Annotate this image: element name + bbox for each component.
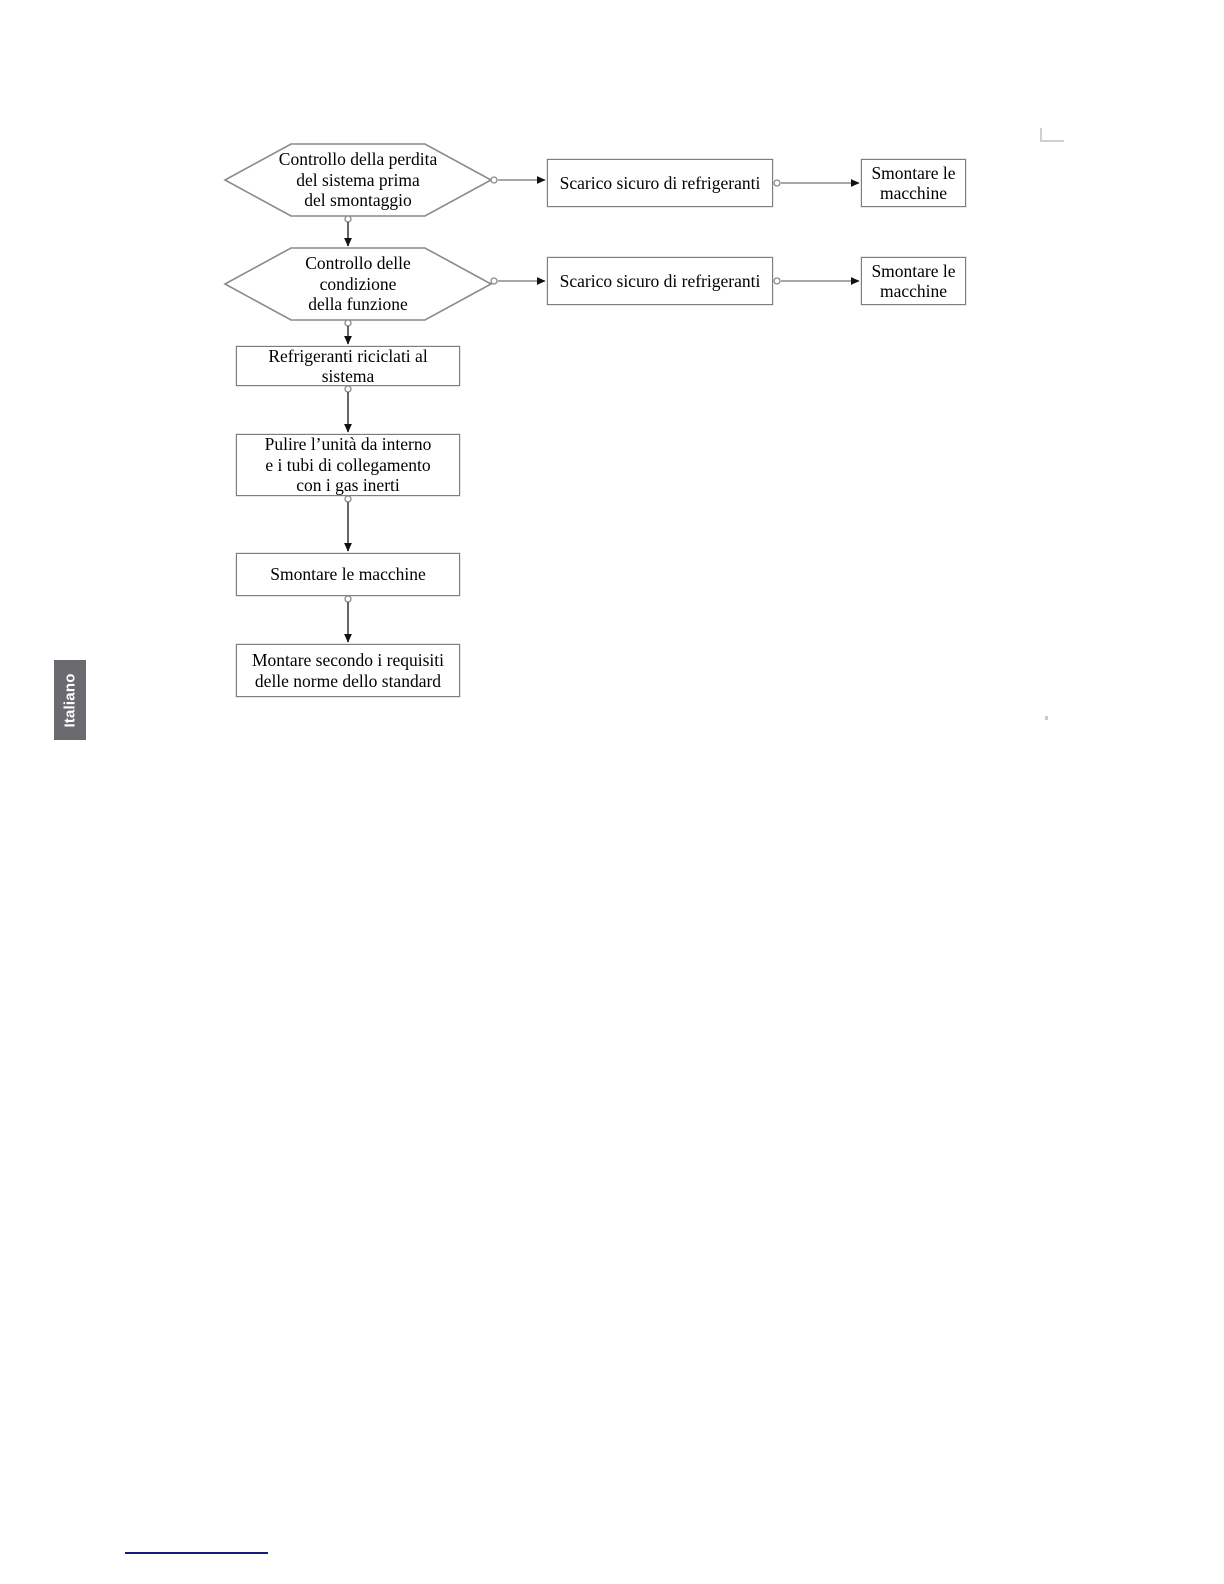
connector-dismantle-to-assemble [344,595,352,643]
connector-functioncheck-to-recycle [344,319,352,345]
crop-mark-icon [1040,128,1064,142]
process-node-assemble-standard: Montare secondo i requisiti delle norme … [236,644,460,697]
process-node-label: Refrigeranti riciclati al sistema [268,345,428,386]
connector-discharge-to-dismantle-1 [773,179,860,187]
process-node-safe-discharge-2: Scarico sicuro di refrigeranti [547,257,773,305]
connector-leakcheck-to-functioncheck [344,215,352,247]
decision-node-label: Controllo della perdita del sistema prim… [278,149,438,211]
process-node-label: Scarico sicuro di refrigeranti [559,172,761,193]
process-node-label: Pulire l’unità da interno e i tubi di co… [264,434,432,496]
connector-discharge-to-dismantle-2 [773,277,860,285]
connector-layer [344,176,860,643]
process-node-clean-unit: Pulire l’unità da interno e i tubi di co… [236,434,460,496]
process-node-label: Smontare le macchine [871,162,956,203]
process-node-label: Montare secondo i requisiti delle norme … [252,650,444,691]
connector-clean-to-dismantle [344,495,352,552]
process-node-dismantle-2: Smontare le macchine [861,257,966,305]
footer-rule [125,1552,268,1554]
connector-functioncheck-to-discharge [490,277,546,285]
process-node-dismantle-1: Smontare le macchine [861,159,966,207]
connector-recycle-to-clean [344,385,352,433]
process-node-label: Scarico sicuro di refrigeranti [559,270,761,291]
stray-dot-artifact [1045,716,1048,720]
connector-leakcheck-to-discharge [490,176,546,184]
process-node-safe-discharge-1: Scarico sicuro di refrigeranti [547,159,773,207]
decision-node-label: Controllo delle condizione della funzion… [305,253,411,315]
hexagon-shape [223,247,493,321]
process-node-dismantle-machines: Smontare le macchine [236,553,460,596]
process-node-label: Smontare le macchine [871,260,956,301]
process-node-label: Smontare le macchine [270,564,426,585]
decision-node-function-check: Controllo delle condizione della funzion… [223,247,493,321]
language-side-tab: Italiano [54,660,86,740]
